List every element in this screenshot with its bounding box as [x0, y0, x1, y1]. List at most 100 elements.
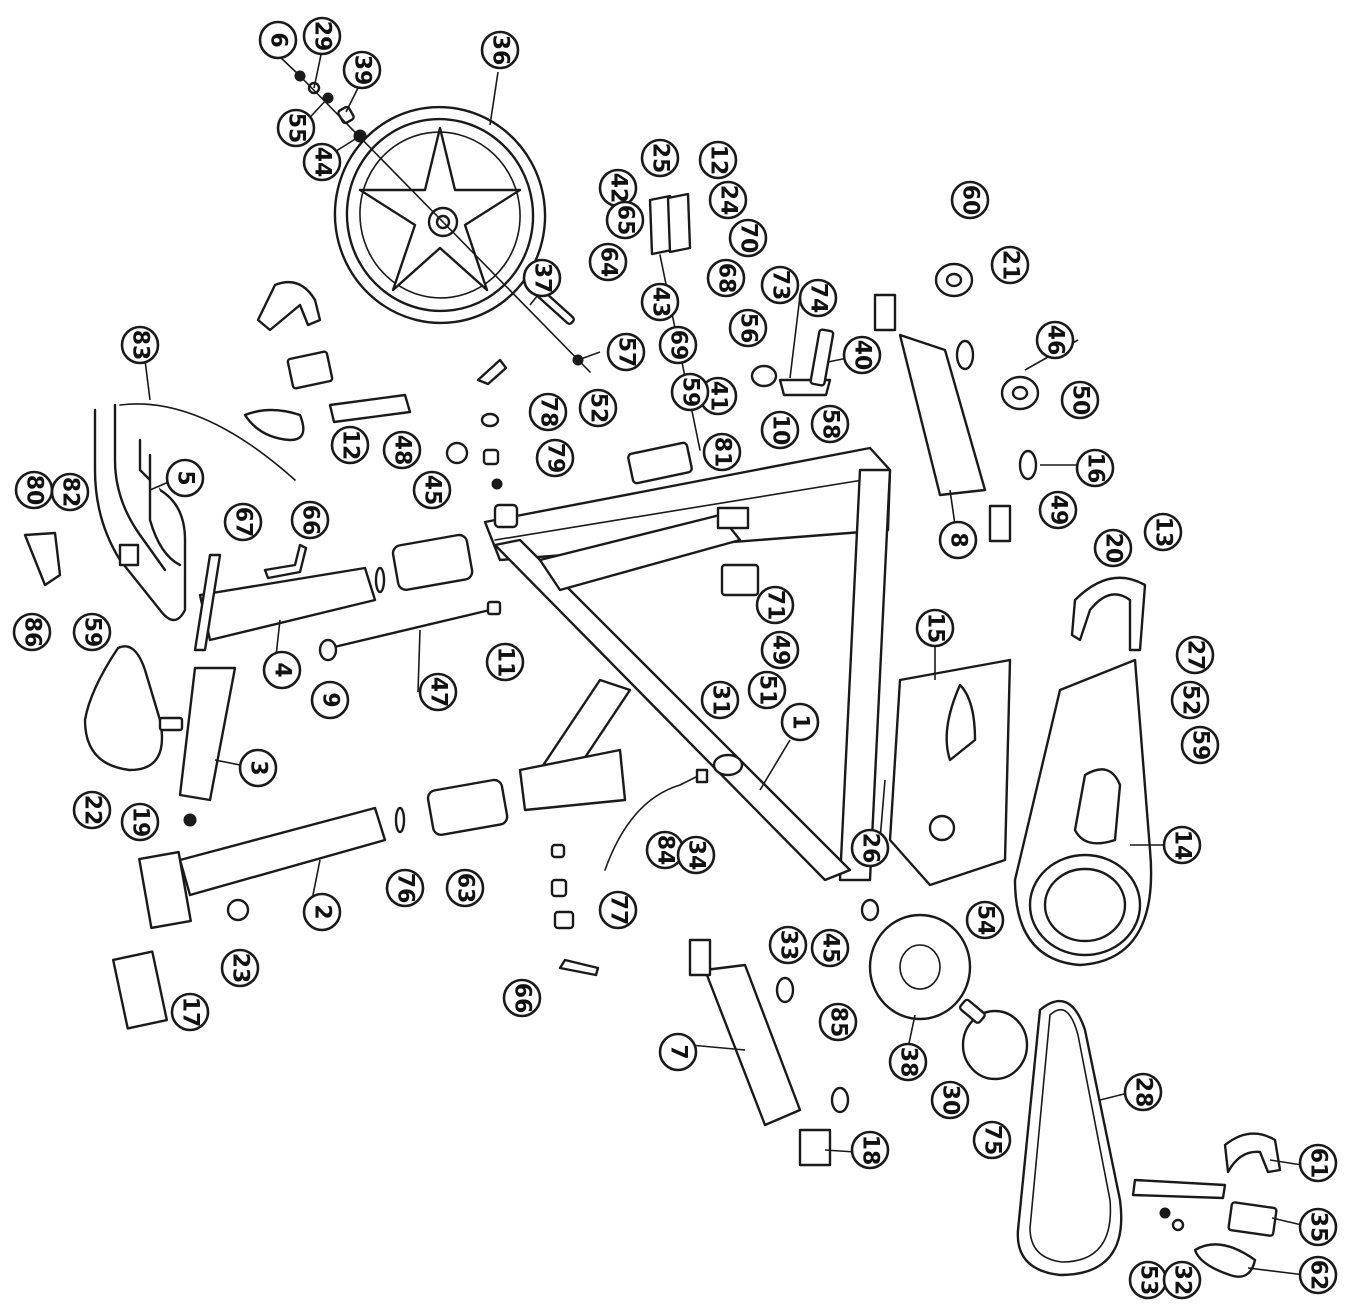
callout-circle	[850, 1130, 890, 1170]
callout-circle	[676, 835, 716, 875]
callout-circle	[310, 680, 350, 720]
callout-circle	[385, 868, 425, 908]
callout-number: 52	[586, 393, 611, 424]
callout-number: 71	[763, 590, 788, 621]
part-callout: 15	[915, 608, 955, 648]
callout-number: 17	[178, 997, 203, 1028]
callout-number: 10	[768, 415, 793, 446]
part-callout: 50	[1060, 380, 1100, 420]
part-callout: 82	[50, 472, 90, 512]
frame-sleeves	[391, 533, 509, 837]
part-callout: 12	[330, 425, 370, 465]
callout-number: 19	[128, 807, 153, 838]
part-callout: 56	[728, 308, 768, 348]
callout-circle	[818, 1002, 858, 1042]
callout-number: 37	[530, 263, 555, 294]
callout-number: 67	[231, 507, 256, 538]
part-callout: 52	[578, 388, 618, 428]
seat-post	[178, 666, 237, 827]
part-callout: 49	[1038, 490, 1078, 530]
callout-number: 85	[826, 1007, 851, 1038]
part-callout: 12	[698, 140, 738, 180]
part-callout: 2	[302, 892, 342, 932]
part-callout: 20	[1093, 528, 1133, 568]
part-callout: 16	[1075, 448, 1115, 488]
part-callout: 61	[1298, 1143, 1338, 1183]
callout-circle	[522, 258, 562, 298]
adjustment-levers	[23, 531, 600, 977]
callout-number: 36	[488, 35, 513, 66]
callout-circle	[842, 335, 882, 375]
belt-pulley	[860, 898, 972, 1021]
part-callout: 5	[165, 458, 205, 498]
callout-number: 48	[390, 435, 415, 466]
callout-number: 53	[1136, 1265, 1161, 1296]
part-callout: 69	[658, 325, 698, 365]
callout-circle	[412, 470, 452, 510]
callout-number: 73	[768, 270, 793, 301]
callout-number: 40	[850, 340, 875, 371]
callout-circle	[50, 472, 90, 512]
callout-circle	[1175, 635, 1215, 675]
part-callout: 74	[798, 278, 838, 318]
callout-circle	[798, 278, 838, 318]
callout-circle	[342, 50, 382, 90]
callout-number: 45	[420, 475, 445, 506]
callout-circle	[990, 245, 1030, 285]
callout-number: 63	[453, 873, 478, 904]
callout-number: 44	[310, 147, 335, 178]
part-callout: 14	[1162, 825, 1202, 865]
part-callout: 55	[276, 108, 316, 148]
callout-number: 29	[310, 21, 335, 52]
tension-knob	[476, 358, 693, 529]
callout-circle	[220, 948, 260, 988]
callout-circle	[1143, 512, 1183, 552]
part-callout: 52	[1170, 680, 1210, 720]
part-callout: 49	[760, 630, 800, 670]
callout-number: 13	[1151, 517, 1176, 548]
part-callout: 29	[302, 16, 342, 56]
part-callout: 80	[14, 470, 54, 510]
callout-circle	[382, 430, 422, 470]
part-callout: 75	[972, 1120, 1012, 1160]
part-callout: 57	[606, 332, 646, 372]
callout-number: 32	[1170, 1265, 1195, 1296]
callout-circle	[1298, 1143, 1338, 1183]
callout-circle	[706, 258, 746, 298]
part-callout: 51	[747, 670, 787, 710]
callout-number: 6	[266, 32, 291, 47]
callout-circle	[276, 108, 316, 148]
part-callout: 42	[598, 168, 638, 208]
callout-circle	[165, 458, 205, 498]
callout-circle	[708, 180, 748, 220]
part-callout: 58	[810, 404, 850, 444]
callout-circle	[238, 748, 278, 788]
idler-wheels	[934, 262, 1040, 411]
part-callout: 68	[706, 258, 746, 298]
callout-circle	[915, 608, 955, 648]
part-callout: 27	[1175, 635, 1215, 675]
callout-circle	[850, 828, 890, 868]
callout-number: 42	[606, 173, 631, 204]
part-callout: 54	[965, 900, 1005, 940]
callout-circle	[700, 680, 740, 720]
part-callout: 3	[238, 748, 278, 788]
callout-circle	[445, 868, 485, 908]
callout-number: 26	[858, 833, 883, 864]
callout-number: 14	[1170, 830, 1195, 861]
callout-number: 74	[806, 283, 831, 314]
callout-number: 9	[318, 692, 343, 707]
callout-circle	[760, 630, 800, 670]
part-callout: 6	[258, 20, 298, 60]
callout-number: 31	[708, 685, 733, 716]
callout-circle	[768, 925, 808, 965]
part-callout: 60	[950, 180, 990, 220]
callout-number: 86	[20, 617, 45, 648]
part-callout: 70	[728, 218, 768, 258]
flywheel	[333, 105, 547, 325]
callout-number: 65	[613, 205, 638, 236]
sensor-wires	[604, 768, 709, 871]
callout-number: 35	[1306, 1212, 1331, 1243]
part-callout: 21	[990, 245, 1030, 285]
